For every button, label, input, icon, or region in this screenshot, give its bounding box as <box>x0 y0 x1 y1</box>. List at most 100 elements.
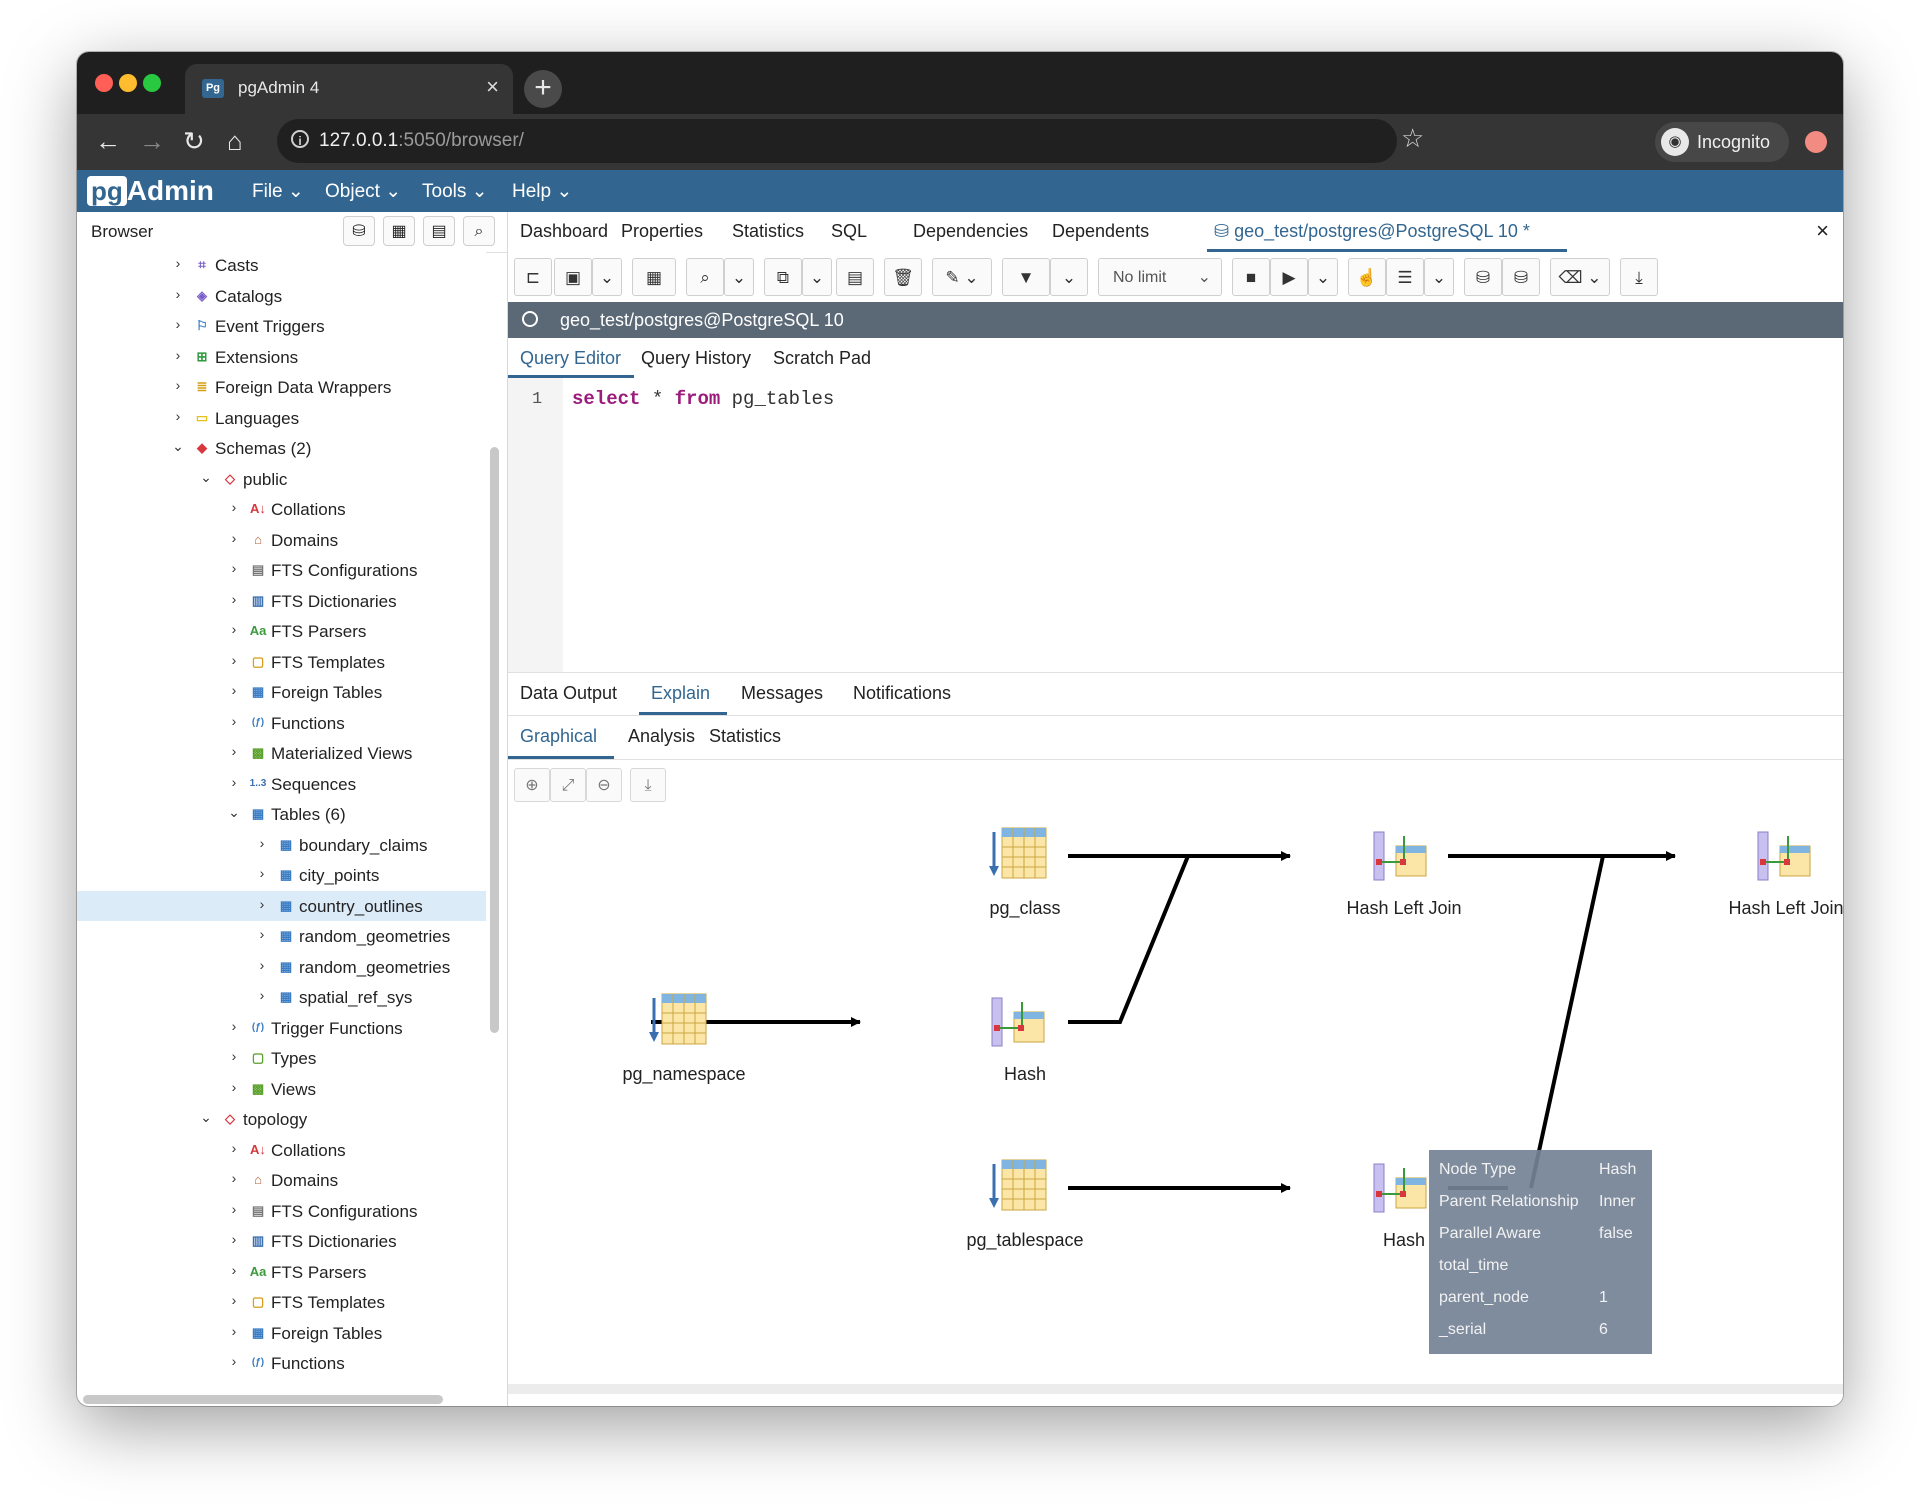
close-tab-icon[interactable]: × <box>486 74 499 99</box>
chevron-right-icon[interactable]: › <box>231 651 237 668</box>
chevron-down-icon[interactable]: ⌄ <box>172 438 184 454</box>
chevron-right-icon[interactable]: › <box>231 1017 237 1034</box>
stop-button[interactable]: ■ <box>1232 258 1270 296</box>
url-text[interactable]: 127.0.0.1:5050/browser/ <box>319 130 524 152</box>
tab-dependents[interactable]: Dependents <box>1052 221 1150 241</box>
chevron-right-icon[interactable]: › <box>175 255 181 271</box>
browser-tab-pgadmin[interactable]: Pg pgAdmin 4 × <box>185 64 513 114</box>
tab-messages[interactable]: Messages <box>741 683 824 703</box>
chevron-right-icon[interactable]: › <box>231 560 237 576</box>
tab-dashboard[interactable]: Dashboard <box>520 221 609 241</box>
tree-item[interactable]: ›▦city_points <box>77 860 486 890</box>
tab-sql[interactable]: SQL <box>831 221 868 241</box>
tree-item[interactable]: ›⌂Domains <box>77 525 486 555</box>
chevron-right-icon[interactable]: › <box>259 987 265 1003</box>
hash-icon[interactable] <box>991 997 1045 1047</box>
plan-node-label[interactable]: Hash <box>1382 1230 1426 1250</box>
tree-item[interactable]: ›◈Catalogs <box>77 281 486 311</box>
tree-item[interactable]: ›(ƒ)Functions <box>77 708 486 738</box>
chevron-right-icon[interactable]: › <box>231 499 237 515</box>
chevron-right-icon[interactable]: › <box>175 316 181 332</box>
tree-item[interactable]: ›▥FTS Dictionaries <box>77 586 486 616</box>
row-limit-select[interactable]: No limit⌄ <box>1098 258 1222 296</box>
tab-graphical[interactable]: Graphical <box>520 726 598 746</box>
chevron-right-icon[interactable]: › <box>231 1231 237 1247</box>
plan-node-label[interactable]: Hash Left Join <box>1728 898 1843 918</box>
tree-item[interactable]: ›(ƒ)Functions <box>77 1348 486 1378</box>
tree-item[interactable]: ›▦country_outlines <box>77 890 486 921</box>
zoom-fit-button[interactable]: ⤢ <box>550 768 586 802</box>
reload-icon[interactable]: ↻ <box>183 126 205 156</box>
filtered-rows-button[interactable]: ▤ <box>423 216 455 246</box>
tree-item[interactable]: ›▦random_geometries <box>77 952 486 982</box>
chevron-right-icon[interactable]: › <box>231 1261 237 1278</box>
tab-statistics[interactable]: Statistics <box>732 221 805 241</box>
query-tool-button[interactable]: ⛁ <box>343 216 375 246</box>
chevron-right-icon[interactable]: › <box>231 712 237 729</box>
tree-item[interactable]: ⌄▦Tables (6) <box>77 799 486 829</box>
execute-dropdown-button[interactable]: ⌄ <box>1308 258 1338 296</box>
tab-dependencies[interactable]: Dependencies <box>913 221 1029 241</box>
copy-dropdown-button[interactable]: ⌄ <box>802 258 832 296</box>
seq-scan-icon[interactable] <box>989 827 1047 879</box>
tree-item[interactable]: ›▦spatial_ref_sys <box>77 982 486 1012</box>
tree-item[interactable]: ›⌂Domains <box>77 1165 486 1195</box>
tab-properties[interactable]: Properties <box>621 221 704 241</box>
filter-button[interactable]: ▼ <box>1002 258 1050 296</box>
hash-join-icon[interactable] <box>1373 831 1427 881</box>
tree-item[interactable]: ›≣Foreign Data Wrappers <box>77 372 486 402</box>
chevron-right-icon[interactable]: › <box>231 1200 237 1217</box>
tree-vertical-scrollbar[interactable] <box>490 447 499 1033</box>
search-objects-button[interactable]: ⌕ <box>463 216 495 246</box>
hash-join-icon[interactable] <box>1757 831 1811 881</box>
home-icon[interactable]: ⌂ <box>227 126 243 156</box>
zoom-in-button[interactable]: ⊕ <box>514 768 550 802</box>
plan-node-label[interactable]: pg_namespace <box>622 1064 746 1084</box>
tab-explain-statistics[interactable]: Statistics <box>709 726 782 746</box>
object-tree[interactable]: ›⌗Casts›◈Catalogs›⚐Event Triggers›⊞Exten… <box>77 252 486 1382</box>
chevron-right-icon[interactable]: › <box>259 865 265 881</box>
chevron-right-icon[interactable]: › <box>259 956 265 973</box>
tab-notifications[interactable]: Notifications <box>853 683 952 703</box>
filter-dropdown-button[interactable]: ⌄ <box>1050 258 1088 296</box>
tree-item[interactable]: ›▩Views <box>77 1074 486 1104</box>
tab-explain[interactable]: Explain <box>651 683 711 703</box>
tree-item[interactable]: ›▦random_geometries <box>77 921 486 951</box>
bookmark-star-icon[interactable]: ☆ <box>1401 123 1425 153</box>
tree-item[interactable]: ›▤FTS Configurations <box>77 1196 486 1226</box>
edit-button[interactable]: ✎ ⌄ <box>932 258 992 296</box>
sql-editor[interactable]: 1 select * from pg_tables <box>508 378 1843 672</box>
tree-item[interactable]: ›▤FTS Configurations <box>77 555 486 585</box>
menu-file[interactable]: File ⌄ <box>252 180 304 203</box>
plan-node-label[interactable]: pg_class <box>989 898 1061 918</box>
tree-item[interactable]: ›⊞Extensions <box>77 342 486 372</box>
back-icon[interactable]: ← <box>95 126 121 156</box>
plan-node-label[interactable]: Hash Left Join <box>1346 898 1462 918</box>
rollback-button[interactable]: ⛁ <box>1502 258 1540 296</box>
sql-code-line[interactable]: select * from pg_tables <box>572 388 834 410</box>
chevron-right-icon[interactable]: › <box>231 743 237 759</box>
save-dropdown-button[interactable]: ⌄ <box>592 258 622 296</box>
chevron-right-icon[interactable]: › <box>231 590 237 607</box>
chevron-right-icon[interactable]: › <box>231 1353 237 1369</box>
tree-item[interactable]: ›▢FTS Templates <box>77 647 486 677</box>
save-button[interactable]: ▣ <box>554 258 592 296</box>
tree-item[interactable]: ⌄◆Schemas (2) <box>77 433 486 463</box>
tab-data-output[interactable]: Data Output <box>520 683 618 703</box>
chevron-down-icon[interactable]: ⌄ <box>200 468 212 485</box>
close-panel-icon[interactable]: × <box>1816 218 1829 243</box>
tree-item[interactable]: ›▢Types <box>77 1043 486 1073</box>
chevron-right-icon[interactable]: › <box>231 773 237 790</box>
incognito-badge[interactable]: ◉ Incognito <box>1655 122 1789 162</box>
explain-analyze-button[interactable]: ☰ <box>1386 258 1424 296</box>
hash-icon[interactable] <box>1373 1163 1427 1213</box>
close-window-button[interactable] <box>95 74 113 92</box>
tree-item[interactable]: ›▦boundary_claims <box>77 830 486 860</box>
chevron-right-icon[interactable]: › <box>175 346 181 363</box>
view-data-button[interactable]: ▦ <box>383 216 415 246</box>
chevron-right-icon[interactable]: › <box>231 1322 237 1339</box>
minimize-window-button[interactable] <box>119 74 137 92</box>
